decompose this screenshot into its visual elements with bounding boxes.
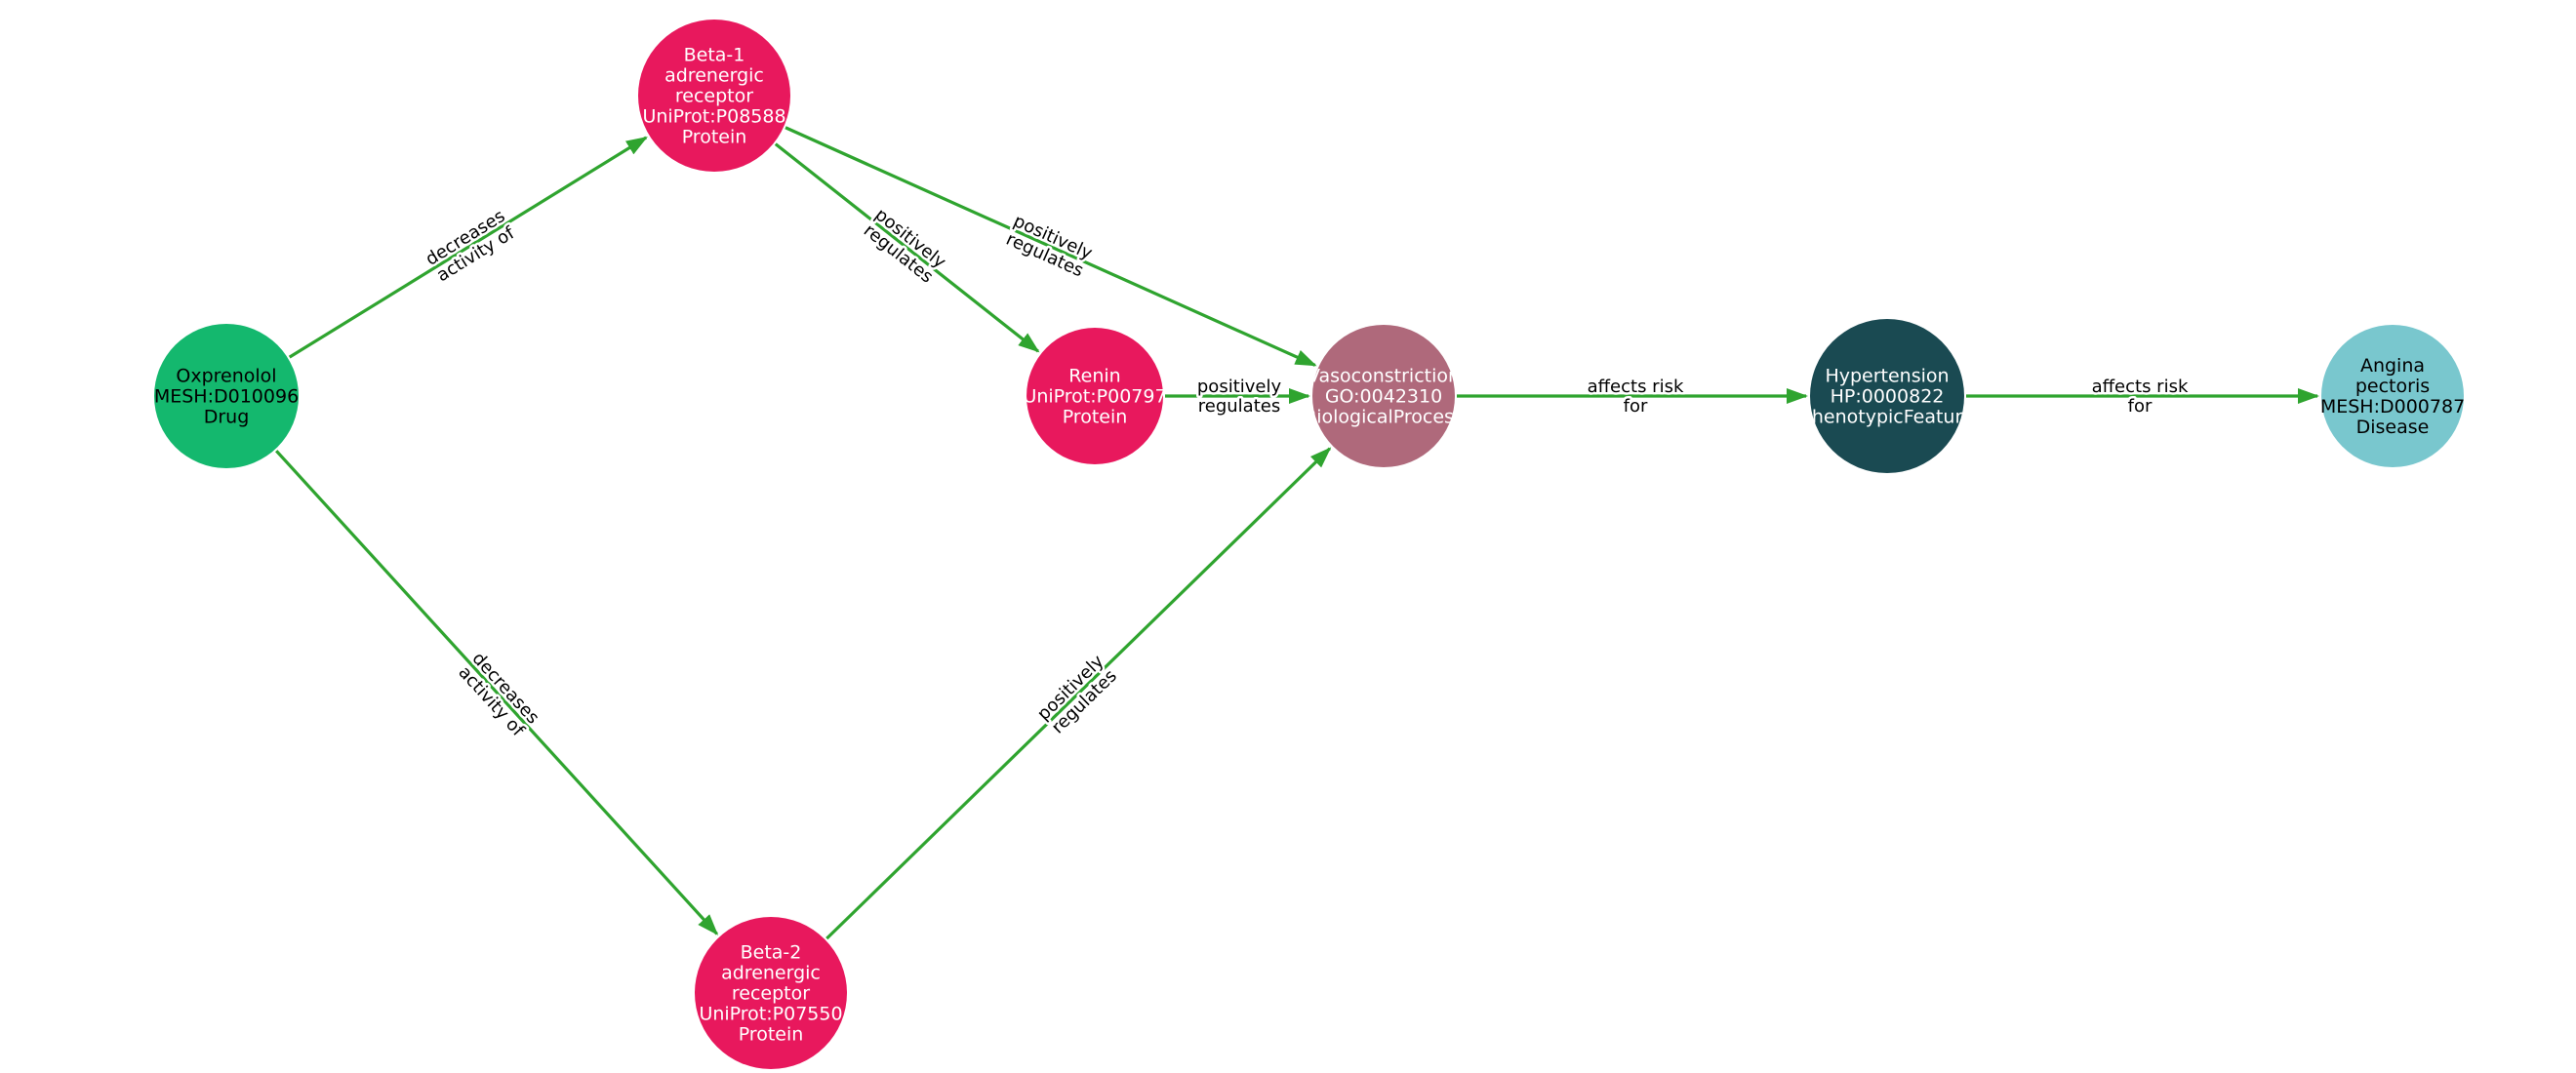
node-circle-vasoconstriction[interactable] [1312, 325, 1455, 467]
edge-beta2-vaso [825, 447, 1332, 940]
node-circle-beta1[interactable] [638, 20, 790, 172]
node-circle-hypertension[interactable] [1810, 319, 1964, 473]
node-circle-beta2[interactable] [695, 917, 847, 1069]
edge-ox-beta1 [288, 136, 648, 359]
node-circle-renin[interactable] [1026, 328, 1163, 464]
edge-ox-beta2 [275, 450, 719, 935]
edge-beta1-renin [774, 142, 1040, 353]
edge-beta1-vaso [785, 126, 1317, 367]
node-circle-oxprenolol[interactable] [154, 324, 299, 468]
edge-layer [275, 126, 2319, 940]
node-circle-angina[interactable] [2321, 325, 2464, 467]
